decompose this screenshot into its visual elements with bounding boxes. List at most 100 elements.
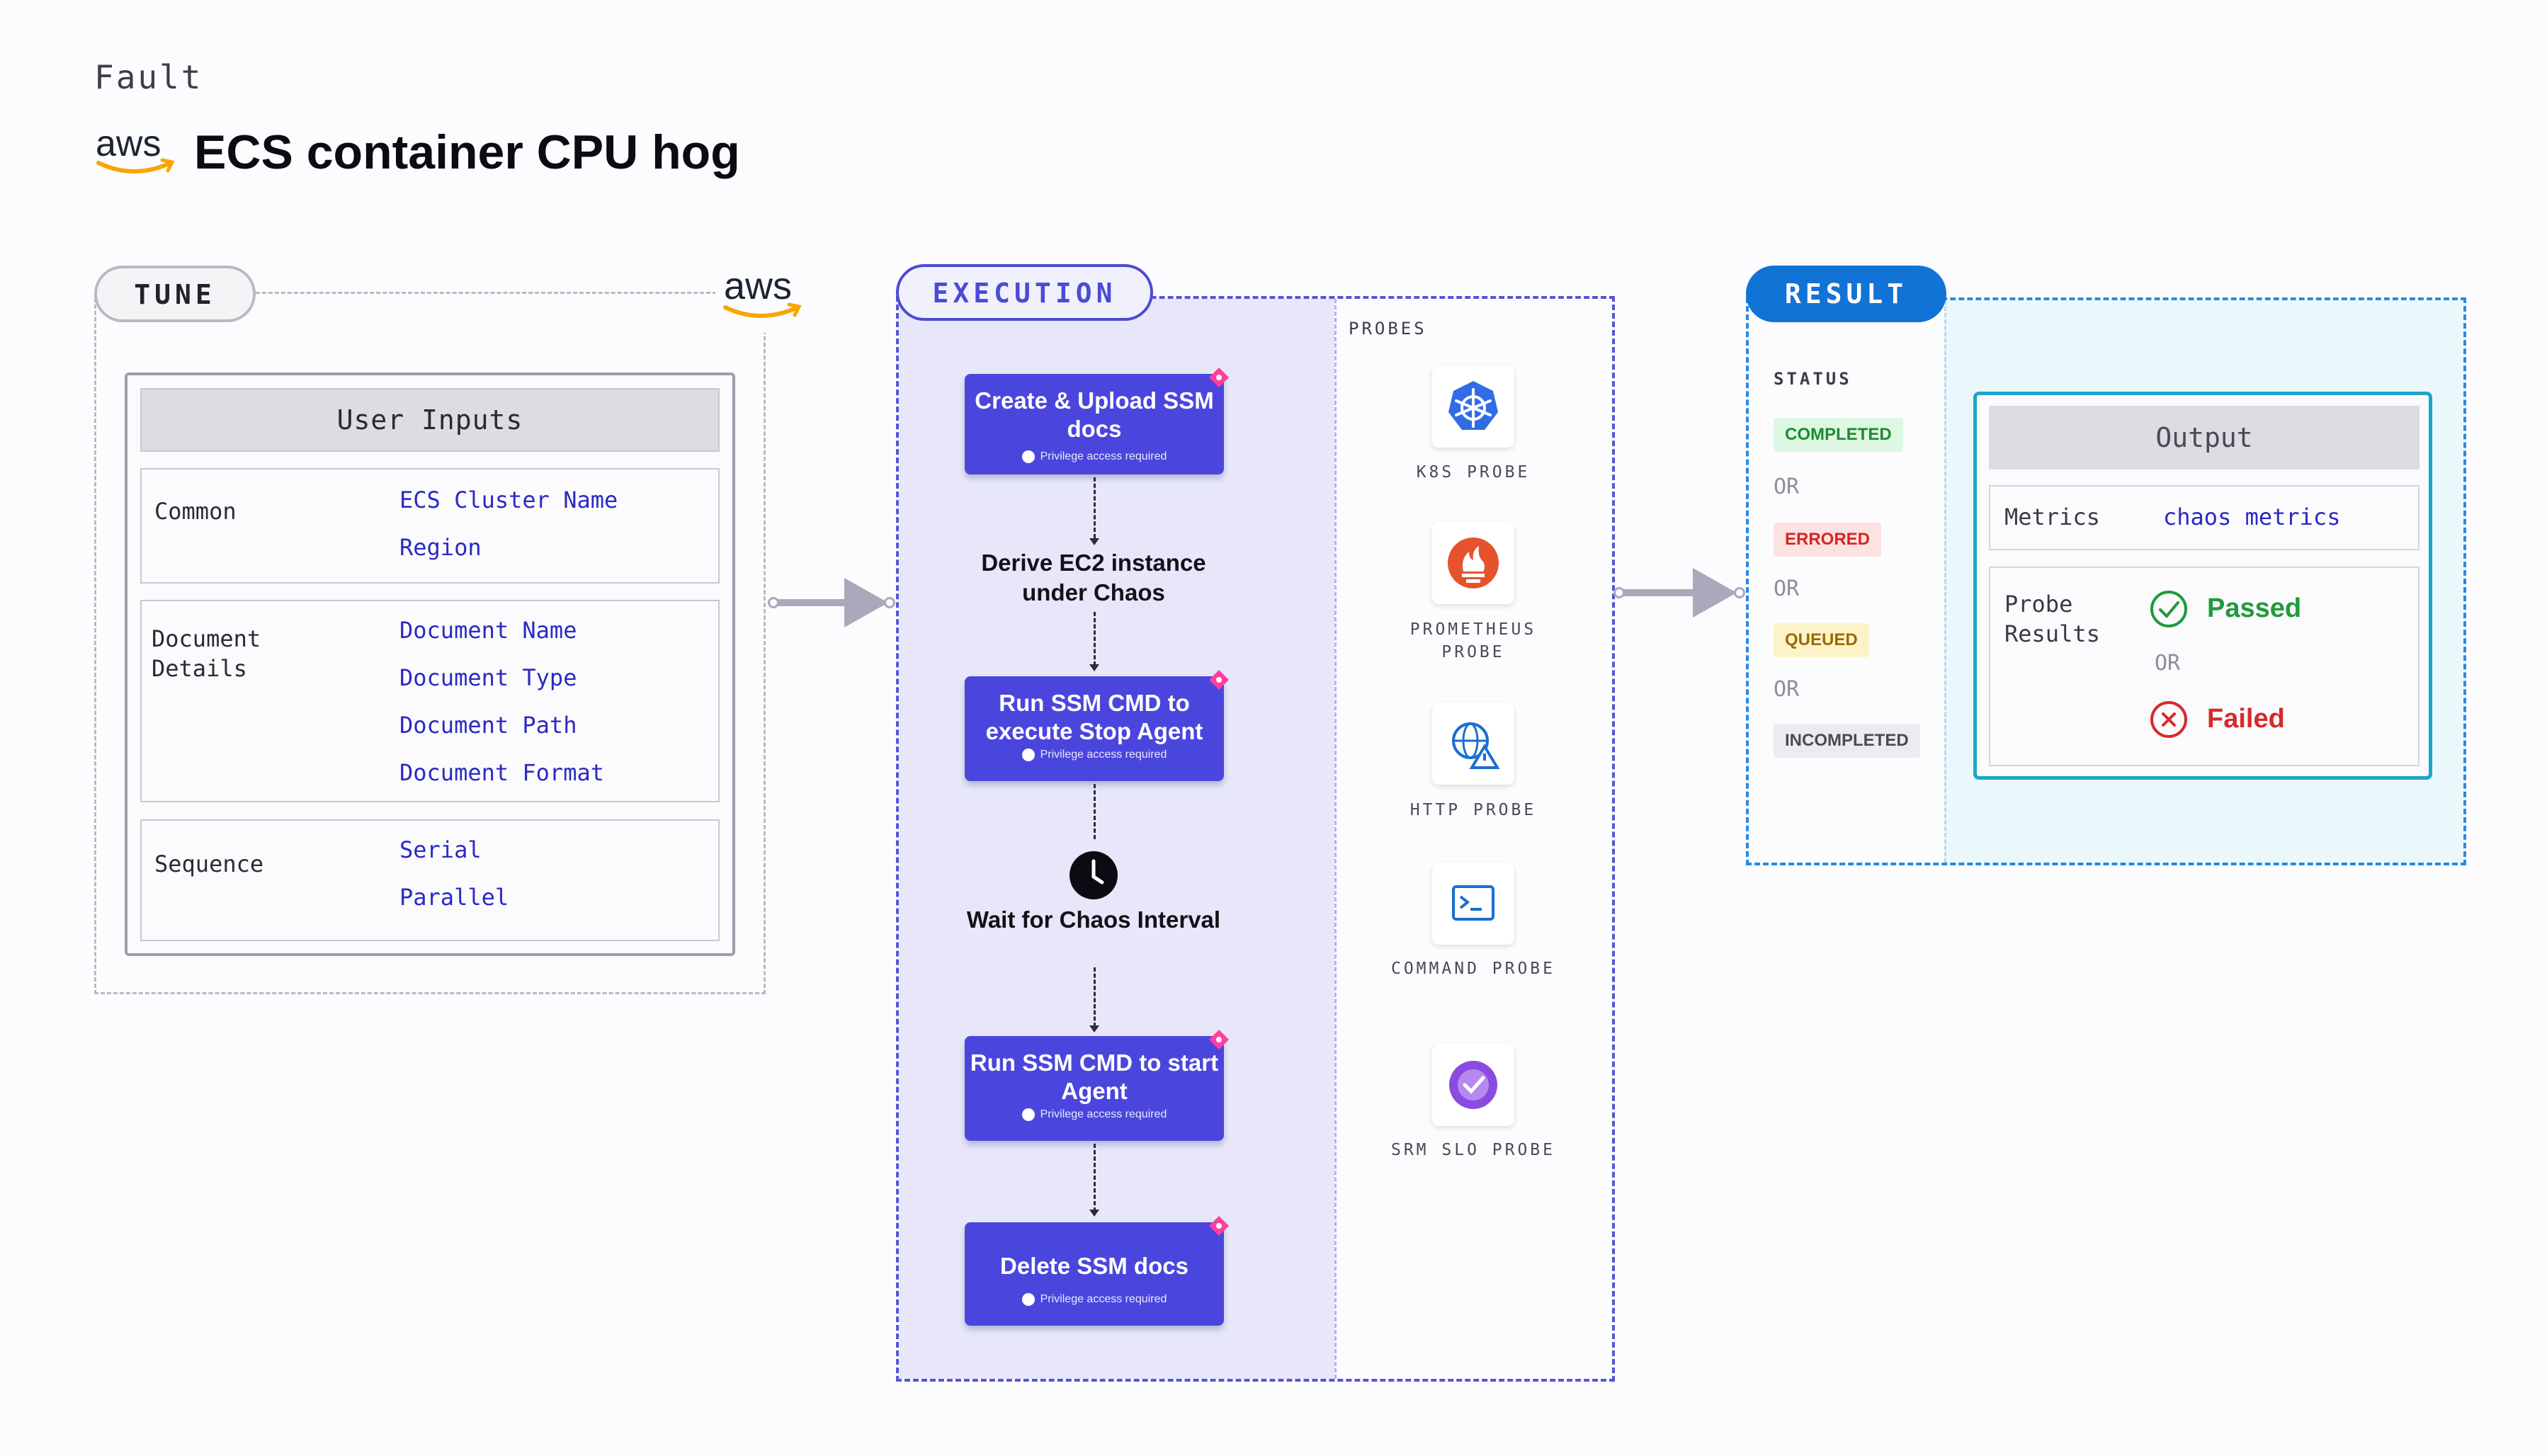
flow-line (1094, 1144, 1096, 1212)
execution-steps-area (899, 299, 1334, 1379)
metrics-value: chaos metrics (2163, 504, 2341, 530)
passed-label: Passed (2207, 593, 2302, 623)
command-probe-card (1432, 863, 1514, 945)
srm-slo-icon (1449, 1061, 1497, 1109)
privilege-note-text: Privilege access required (1040, 1108, 1167, 1120)
terminal-icon (1452, 885, 1494, 921)
input-item: ECS Cluster Name (399, 487, 618, 513)
step-title: Run SSM CMD to execute Stop Agent (985, 690, 1203, 744)
lock-icon (1021, 748, 1035, 761)
failed-label: Failed (2207, 704, 2285, 734)
step-title: Create & Upload SSM docs (975, 387, 1214, 442)
k8s-probe-card (1432, 365, 1514, 448)
step-title: Run SSM CMD to start Agent (970, 1050, 1219, 1104)
probe-label: K8S PROBE (1416, 463, 1531, 482)
aws-badge-text: aws (724, 265, 792, 307)
or-label: OR (1774, 677, 1800, 702)
step-run-ssm-start-agent: Run SSM CMD to start Agent Privilege acc… (965, 1030, 1229, 1141)
privilege-note: Privilege access required (965, 1292, 1224, 1307)
privilege-note-text: Privilege access required (1040, 749, 1167, 761)
or-label: OR (2155, 651, 2181, 676)
connector-dot (884, 597, 895, 608)
privilege-note: Privilege access required (965, 449, 1224, 465)
result-divider (1944, 300, 1946, 863)
flow-arrow-icon (1089, 1025, 1099, 1033)
aws-logo-text: aws (96, 123, 161, 164)
or-label: OR (1774, 474, 1800, 499)
tune-panel (94, 292, 766, 994)
probe-label: SRM SLO PROBE (1390, 1141, 1555, 1159)
step-delete-ssm-docs: Delete SSM docs Privilege access require… (965, 1216, 1229, 1326)
privilege-badge-icon (1209, 1216, 1229, 1236)
fault-label: Fault (94, 58, 203, 96)
lock-icon (1021, 1292, 1035, 1306)
output-title: Output (1989, 406, 2420, 470)
srm-slo-probe-card (1432, 1044, 1514, 1126)
flow-arrow-icon (1089, 538, 1099, 545)
status-completed-badge: COMPLETED (1774, 418, 1903, 452)
connector-dot (1613, 587, 1625, 598)
input-item: Serial (399, 836, 482, 863)
execution-pill: EXECUTION (896, 264, 1153, 321)
aws-logo-icon: aws (96, 123, 175, 174)
connector-line (1622, 589, 1697, 596)
flow-line (1094, 477, 1096, 538)
input-item: Document Type (399, 664, 577, 691)
privilege-note: Privilege access required (965, 1107, 1224, 1122)
privilege-note-text: Privilege access required (1040, 450, 1167, 462)
execution-panel (896, 296, 1615, 1382)
connector-line (776, 599, 850, 606)
status-incompleted-badge: INCOMPLETED (1774, 724, 1920, 758)
lock-icon (1021, 1108, 1035, 1121)
flow-line (1094, 612, 1096, 666)
tune-pill: TUNE (94, 266, 256, 322)
step-title: Delete SSM docs (1000, 1253, 1189, 1279)
privilege-badge-icon (1209, 670, 1229, 690)
or-label: OR (1774, 576, 1800, 601)
sequence-section: Sequence Serial Parallel (140, 819, 720, 941)
x-circle-icon (2150, 701, 2187, 738)
input-item: Region (399, 534, 482, 561)
section-label: Document Details (152, 625, 261, 682)
probe-label: COMMAND PROBE (1390, 960, 1555, 978)
connector-dot (768, 597, 779, 608)
kubernetes-icon (1448, 381, 1498, 430)
section-label: Common (154, 498, 237, 525)
prometheus-probe-card (1432, 522, 1514, 604)
result-pill: RESULT (1746, 266, 1946, 322)
status-heading: STATUS (1774, 369, 1852, 389)
probe-results-label: Probe Results (2004, 591, 2100, 647)
prometheus-icon (1448, 538, 1499, 588)
privilege-note-text: Privilege access required (1040, 1293, 1167, 1305)
input-item: Document Path (399, 712, 577, 739)
connector-dot (1734, 587, 1745, 598)
page-title: ECS container CPU hog (194, 125, 740, 179)
flow-arrow-icon (1089, 1210, 1099, 1217)
input-item: Document Name (399, 617, 577, 644)
metrics-row: Metrics chaos metrics (1989, 485, 2420, 550)
status-queued-badge: QUEUED (1774, 623, 1869, 657)
check-circle-icon (2150, 591, 2187, 627)
status-errored-badge: ERRORED (1774, 523, 1882, 557)
probes-heading: PROBES (1349, 319, 1427, 339)
flow-line (1094, 784, 1096, 839)
privilege-badge-icon (1209, 368, 1229, 387)
probe-results-row: Probe Results Passed OR Failed (1989, 567, 2420, 766)
arrow-head-icon (844, 578, 888, 627)
probe-label: HTTP PROBE (1409, 801, 1537, 819)
tune-panel-top-border (256, 292, 723, 294)
derive-ec2-instance-text: Derive EC2 instance under Chaos (981, 550, 1206, 605)
aws-logo-icon: aws (723, 265, 802, 318)
step-run-ssm-stop-agent: Run SSM CMD to execute Stop Agent Privil… (965, 670, 1229, 781)
input-item: Parallel (399, 884, 509, 911)
metrics-label: Metrics (2004, 504, 2100, 530)
aws-badge: aws (715, 255, 807, 333)
clock-icon (1070, 851, 1118, 899)
arrow-head-icon (1693, 568, 1737, 618)
probe-label: PROMETHEUS PROBE (1409, 620, 1537, 661)
privilege-badge-icon (1209, 1030, 1229, 1050)
flow-arrow-icon (1089, 664, 1099, 671)
http-probe-card (1432, 703, 1514, 785)
step-create-upload-ssm-docs: Create & Upload SSM docs Privilege acces… (965, 368, 1229, 474)
result-panel (1746, 297, 2466, 865)
